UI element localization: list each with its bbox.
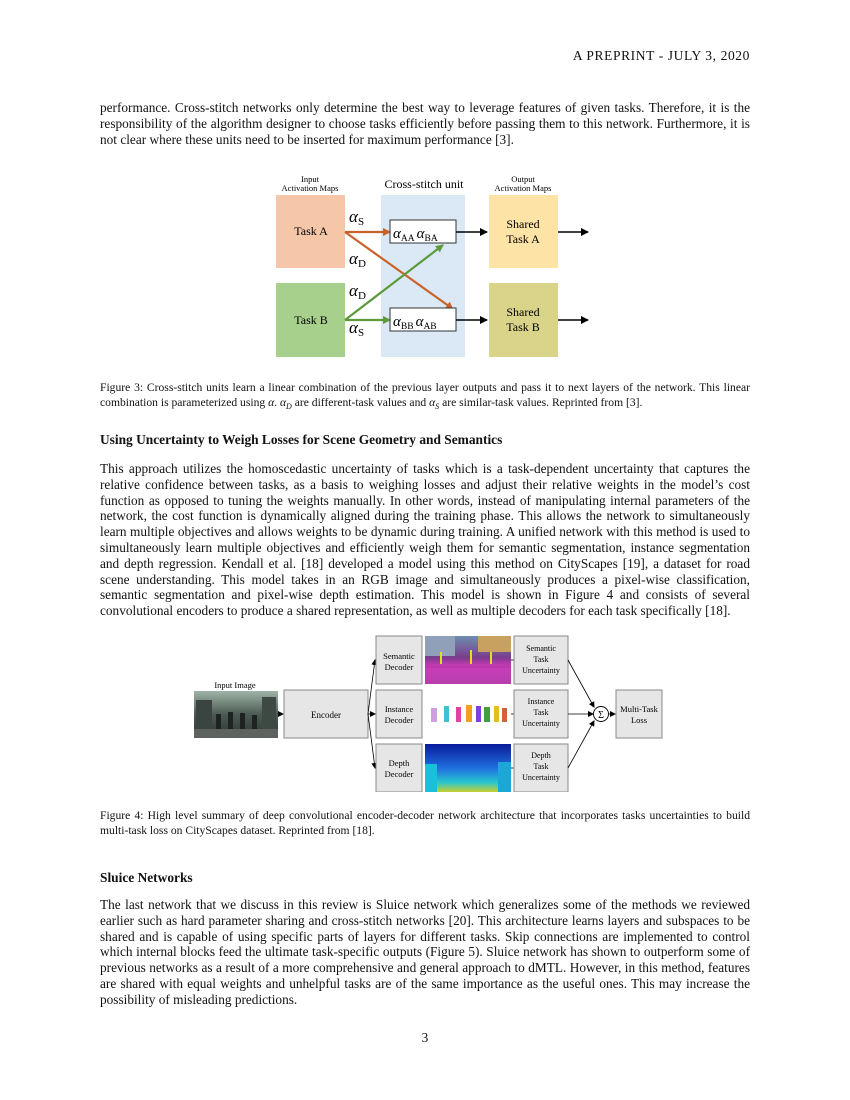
encoder-box (283, 689, 369, 739)
shared-task-a-label-1: Shared (506, 217, 539, 231)
section-heading-uncertainty: Using Uncertainty to Weigh Losses for Sc… (100, 432, 503, 447)
instance-uncertainty-label-3: Uncertainty (522, 719, 560, 728)
semantic-decoder-label-1: Semantic (383, 651, 415, 661)
shared-task-a-box (489, 195, 558, 268)
semantic-uncertainty-label-1: Semantic (526, 644, 556, 653)
semantic-uncertainty-label-2: Task (534, 655, 549, 664)
semantic-uncertainty-label-3: Uncertainty (522, 666, 560, 675)
sum-node (593, 706, 609, 722)
input-activation-label: Input (301, 174, 320, 184)
encoder-label: Encoder (311, 710, 341, 720)
figure-4-caption: Figure 4: High level summary of deep con… (100, 809, 750, 837)
depth-decoder-label-2: Decoder (385, 769, 414, 779)
cross-stitch-unit-title: Cross-stitch unit (384, 177, 464, 191)
instance-decoder-label-1: Instance (385, 704, 414, 714)
sum-symbol: Σ (598, 710, 604, 721)
task-b-box (276, 283, 345, 357)
section-heading-sluice: Sluice Networks (100, 870, 193, 885)
figure-3-cross-stitch-diagram: Input Activation Maps Cross-stitch unit … (276, 174, 589, 357)
multi-task-loss-label-1: Multi-Task (620, 704, 658, 714)
arrow-a-to-unit-b (344, 231, 454, 310)
depth-decoder-box (375, 743, 423, 792)
arrow-b-to-unit-a (344, 244, 444, 321)
depth-output-image (425, 744, 511, 792)
semantic-output-image (425, 636, 511, 684)
input-image-label: Input Image (214, 680, 256, 690)
figure-4-encoder-decoder-diagram: Input Image Encoder Semantic Decoder Ins… (194, 635, 663, 792)
shared-task-b-label-2: Task B (506, 320, 540, 334)
shared-task-a-label-2: Task A (506, 232, 540, 246)
paragraph-sluice: The last network that we discuss in this… (100, 897, 750, 1007)
shared-task-b-box (489, 283, 558, 357)
instance-uncertainty-box (513, 689, 569, 739)
instance-uncertainty-label-2: Task (534, 708, 549, 717)
alpha-d-top: αD (349, 249, 366, 270)
task-b-label: Task B (294, 313, 328, 327)
running-header: A PREPRINT - JULY 3, 2020 (572, 48, 750, 63)
instance-uncertainty-label-1: Instance (528, 697, 555, 706)
semantic-decoder-label-2: Decoder (385, 662, 414, 672)
paragraph-cross-stitch-end: performance. Cross-stitch networks only … (100, 100, 750, 147)
semantic-decoder-box (375, 635, 423, 685)
cross-stitch-unit-bg (381, 195, 465, 357)
paragraph-uncertainty: This approach utilizes the homoscedastic… (100, 461, 750, 619)
output-activation-label: Output (511, 174, 535, 184)
task-a-label: Task A (294, 224, 328, 238)
figure-3-caption: Figure 3: Cross-stitch units learn a lin… (100, 381, 750, 412)
alpha-d-bottom: αD (349, 281, 366, 302)
instance-decoder-label-2: Decoder (385, 715, 414, 725)
task-a-box (276, 195, 345, 268)
multi-task-loss-label-2: Loss (631, 715, 647, 725)
depth-uncertainty-label-2: Task (534, 762, 549, 771)
instance-output-image (425, 690, 511, 738)
instance-decoder-box (375, 689, 423, 739)
depth-uncertainty-label-1: Depth (531, 751, 551, 760)
input-street-image (194, 691, 278, 738)
alpha-s-top: αS (349, 207, 364, 228)
shared-task-b-label-1: Shared (506, 305, 539, 319)
depth-uncertainty-label-3: Uncertainty (522, 773, 560, 782)
alpha-s-bottom: αS (349, 318, 364, 339)
page-number: 3 (421, 1030, 429, 1045)
depth-decoder-label-1: Depth (389, 758, 411, 768)
input-activation-label-2: Activation Maps (282, 183, 339, 193)
output-activation-label-2: Activation Maps (495, 183, 552, 193)
multi-task-loss-box (615, 689, 663, 739)
